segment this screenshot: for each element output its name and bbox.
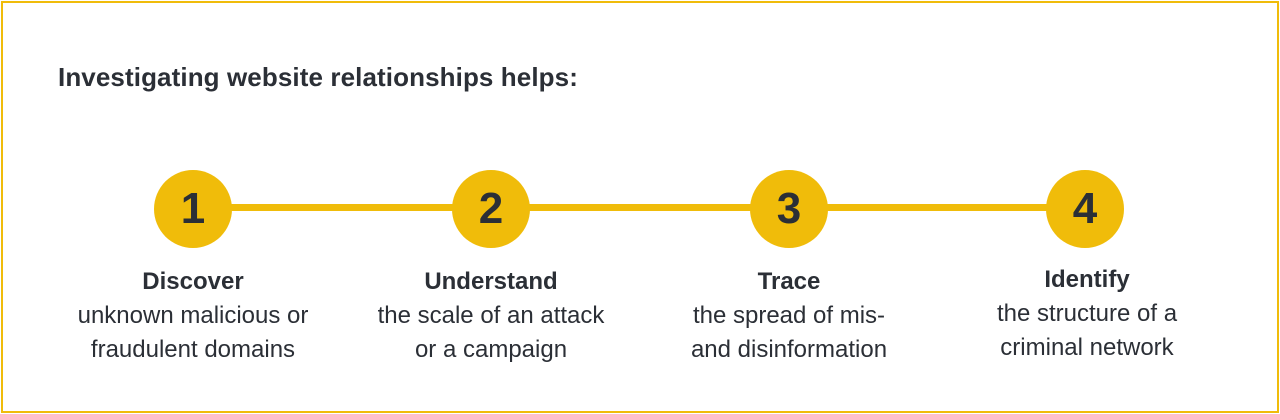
step-4-number-badge: 4	[1046, 170, 1124, 248]
step-3-number-badge: 3	[750, 170, 828, 248]
step-3-title: Trace	[757, 268, 821, 295]
step-3-desc-line-2: and disinformation	[690, 336, 888, 363]
step-4-desc-line-1: the structure of a	[996, 300, 1178, 327]
step-1-number-badge: 1	[154, 170, 232, 248]
step-1-desc-line-2: fraudulent domains	[90, 336, 296, 363]
step-2-text: Understand the scale of an attack or a c…	[346, 265, 636, 367]
timeline-connector-line	[193, 204, 1085, 211]
step-2-desc-line-1: the scale of an attack	[377, 302, 605, 329]
step-2-number-badge: 2	[452, 170, 530, 248]
step-1-text: Discover unknown malicious or fraudulent…	[48, 265, 338, 367]
step-2-title: Understand	[424, 268, 558, 295]
step-4-desc-line-2: criminal network	[1000, 334, 1174, 361]
step-1-desc-line-1: unknown malicious or	[77, 302, 309, 329]
step-3-text: Trace the spread of mis- and disinformat…	[644, 265, 934, 367]
step-4-text: Identify the structure of a criminal net…	[942, 263, 1232, 365]
step-3-desc-line-1: the spread of mis-	[692, 302, 886, 329]
step-1-title: Discover	[142, 268, 244, 295]
page-title: Investigating website relationships help…	[58, 62, 578, 92]
step-2-desc-line-2: or a campaign	[414, 336, 568, 363]
step-4-title: Identify	[1044, 266, 1130, 293]
